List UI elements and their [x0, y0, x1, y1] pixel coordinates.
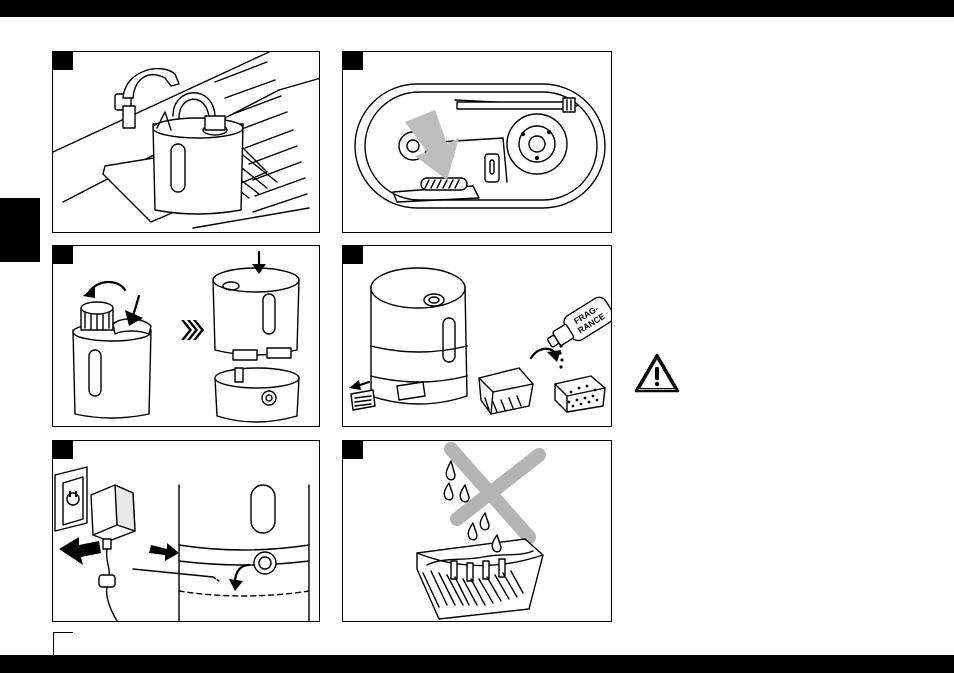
fragrance-sponge-icon: FRAG- RANCE: [343, 246, 612, 427]
no-water-in-tray-icon: [343, 441, 612, 622]
warning-triangle-icon: [634, 352, 680, 394]
figure-6: [342, 440, 612, 622]
figure-4-number-tag: [343, 246, 363, 264]
figure-2-number-tag: [343, 52, 363, 70]
base-top-view-arrow-icon: [343, 52, 612, 233]
figure-3-number-tag: [53, 246, 73, 264]
plug-adapter-icon: [53, 441, 320, 622]
chapter-tab: [0, 198, 40, 262]
page-number-mark: [53, 632, 73, 655]
figure-6-number-tag: [343, 441, 363, 459]
faucet-fill-tank-icon: [53, 52, 320, 233]
top-bar: [0, 0, 954, 17]
figure-1-number-tag: [53, 52, 73, 70]
figure-3: [52, 245, 320, 427]
twist-cap-assemble-icon: [53, 246, 320, 427]
figure-4: FRAG- RANCE: [342, 245, 612, 427]
figure-5: [52, 440, 320, 622]
bottom-bar: [0, 655, 954, 673]
figure-2: [342, 51, 612, 233]
figure-5-number-tag: [53, 441, 73, 459]
figure-1: [52, 51, 320, 233]
